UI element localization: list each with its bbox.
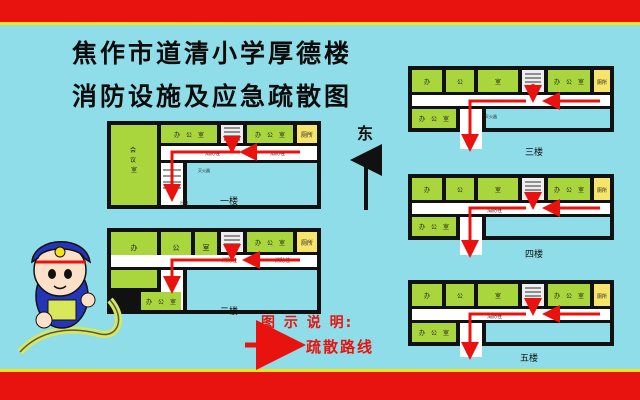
floor5-hydrant: 消防栓 xyxy=(487,313,502,320)
floor3-room-b: 公 xyxy=(457,79,463,86)
floor1-toilet-label: 厕所 xyxy=(301,131,313,139)
legend-title: 图 示 说 明: xyxy=(261,315,354,331)
floor1-label: 一楼 xyxy=(220,195,238,207)
svg-text:会 议 室: 会 议 室 xyxy=(130,146,138,174)
floor4-room-c: 室 xyxy=(495,186,501,194)
meeting-char-3: 室 xyxy=(131,166,137,174)
floor1-meeting-room xyxy=(111,125,157,205)
floor4-hydrant: 消防栓 xyxy=(487,207,502,214)
poster-title-line2: 消防设施及应急疏散图 xyxy=(72,82,353,111)
compass-east-label: 东 xyxy=(357,124,374,143)
floor5-label: 五楼 xyxy=(520,352,538,364)
meeting-char-2: 议 xyxy=(130,156,136,164)
floor4-room-b: 公 xyxy=(457,187,463,194)
floor3-room-a: 办 xyxy=(424,78,430,86)
floor2-room-b: 公 xyxy=(173,244,180,252)
floor2-label: 二楼 xyxy=(220,305,238,317)
floor3-office-south-label: 办 公 室 xyxy=(419,115,449,123)
floor3-toilet-label: 厕所 xyxy=(597,79,607,86)
floor2-office-east-label: 办 公 室 xyxy=(255,239,285,247)
bottom-red-band xyxy=(0,369,640,400)
floor2-office-south-label: 办 公 室 xyxy=(146,298,176,306)
floor4-room-a: 办 xyxy=(424,186,430,194)
floor3-plan: 办 公 室 办 公 室 厕所 办 公 室 灭火器 三楼 xyxy=(408,66,614,158)
floor1-plan: 会 议 室 办 公 室 办 公 室 厕所 消防栓 消防栓 出口 灭火器 xyxy=(107,121,321,209)
floor2-toilet-label: 厕所 xyxy=(301,239,313,247)
floor1-office-west xyxy=(161,125,217,143)
floor2-plan: 办 公 室 办 公 室 厕所 办 公 室 消防栓 消防栓 二楼 xyxy=(107,228,321,317)
floor3-label: 三楼 xyxy=(525,146,543,158)
floor5-room-b: 公 xyxy=(457,293,463,300)
legend-route-label: 疏散路线 xyxy=(306,338,375,356)
floor4-toilet-label: 厕所 xyxy=(597,187,607,194)
floor1-office-east-label: 办 公 室 xyxy=(255,131,285,139)
floor4-label: 四楼 xyxy=(525,248,543,260)
floor1-office-west-label: 办 公 室 xyxy=(174,131,204,139)
floor1-toilet xyxy=(297,125,317,143)
floor1-office-east xyxy=(247,125,293,143)
floor2-room-c: 室 xyxy=(203,243,210,252)
top-red-band xyxy=(0,0,640,25)
poster-title-line1: 焦作市道清小学厚德楼 xyxy=(72,39,353,68)
floor5-office-south-label: 办 公 室 xyxy=(419,329,449,337)
meeting-char-1: 会 xyxy=(130,146,136,154)
floor5-toilet-label: 厕所 xyxy=(597,293,607,300)
floor5-room-c: 室 xyxy=(495,292,501,300)
floor1-extinguisher: 灭火器 xyxy=(198,168,210,173)
floor3-office-east-label: 办 公 室 xyxy=(554,78,584,86)
floor4-office-east-label: 办 公 室 xyxy=(554,186,584,194)
floor2-room-a: 办 xyxy=(131,243,138,252)
floor4-plan: 办 公 室 办 公 室 厕所 办 公 室 消防栓 四楼 xyxy=(408,174,614,260)
floor4-office-south-label: 办 公 室 xyxy=(419,223,449,231)
floor5-plan: 办 公 室 办 公 室 厕所 办 公 室 消防栓 五楼 xyxy=(408,280,614,364)
floor5-room-a: 办 xyxy=(424,292,430,300)
firefighter-mascot-icon xyxy=(17,241,123,355)
floor5-office-east-label: 办 公 室 xyxy=(554,292,584,300)
floor1-exit: 出口 xyxy=(180,199,188,205)
floor3-room-c: 室 xyxy=(495,78,501,86)
floor3-extinguisher: 灭火器 xyxy=(485,114,497,119)
